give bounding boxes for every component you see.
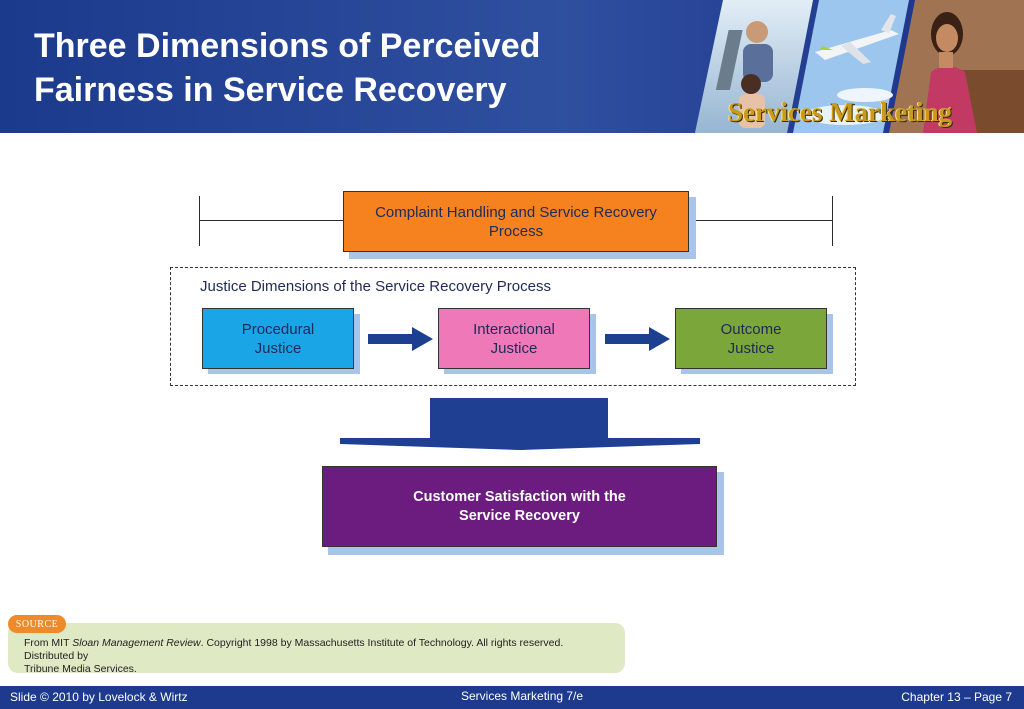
complaint-handling-line-2: Process	[488, 222, 544, 240]
slide-header: Three Dimensions of Perceived Fairness i…	[0, 0, 1024, 133]
source-text-line-1: From MIT Sloan Management Review. Copyri…	[24, 637, 564, 662]
arrow-right-icon	[605, 327, 670, 351]
source-citation-box	[8, 623, 625, 673]
footer-copyright: Slide © 2010 by Lovelock & Wirtz	[10, 690, 188, 704]
footer-page-number: Chapter 13 – Page 7	[901, 690, 1012, 704]
procedural-justice-box: Procedural Justice	[202, 308, 354, 369]
timeline-right-line	[689, 220, 833, 221]
arrow-down-icon	[340, 398, 700, 450]
interactional-justice-box: Interactional Justice	[438, 308, 590, 369]
procedural-line-1: Procedural	[241, 320, 315, 338]
outcome-justice-box: Outcome Justice	[675, 308, 827, 369]
customer-satisfaction-box: Customer Satisfaction with the Service R…	[322, 466, 717, 547]
justice-dimensions-label: Justice Dimensions of the Service Recove…	[200, 278, 551, 295]
source-text-line-2: Tribune Media Services.	[24, 663, 137, 675]
arrow-right-icon	[368, 327, 433, 351]
timeline-left-tick	[199, 196, 200, 246]
justice-dimensions-group	[170, 267, 856, 386]
fairness-diagram: Complaint Handling and Service Recovery …	[0, 133, 1024, 603]
outcome-line-2: Justice	[727, 339, 775, 357]
source-citation-text: From MIT Sloan Management Review. Copyri…	[24, 637, 614, 676]
complaint-handling-line-1: Complaint Handling and Service Recovery	[375, 203, 657, 221]
source-badge: SOURCE	[8, 615, 66, 633]
procedural-line-2: Justice	[254, 339, 302, 357]
interactional-line-1: Interactional	[473, 320, 555, 338]
timeline-right-tick	[832, 196, 833, 246]
customer-satisfaction-line-1: Customer Satisfaction with the	[413, 488, 626, 505]
slide-footer: Slide © 2010 by Lovelock & Wirtz Service…	[0, 686, 1024, 709]
footer-book-title: Services Marketing 7/e	[461, 689, 584, 703]
header-photo-collage	[695, 0, 1024, 133]
title-line-1: Three Dimensions of Perceived	[34, 27, 541, 65]
interactional-line-2: Justice	[490, 339, 538, 357]
source-journal-name: Sloan Management Review	[72, 637, 201, 649]
slide-title: Three Dimensions of Perceived Fairness i…	[34, 24, 674, 112]
timeline-left-line	[199, 220, 343, 221]
title-line-2: Fairness in Service Recovery	[34, 71, 507, 109]
outcome-line-1: Outcome	[720, 320, 782, 338]
brand-logo-text: Services Marketing	[728, 97, 953, 127]
customer-satisfaction-line-2: Service Recovery	[459, 507, 580, 524]
complaint-handling-box: Complaint Handling and Service Recovery …	[343, 191, 689, 252]
